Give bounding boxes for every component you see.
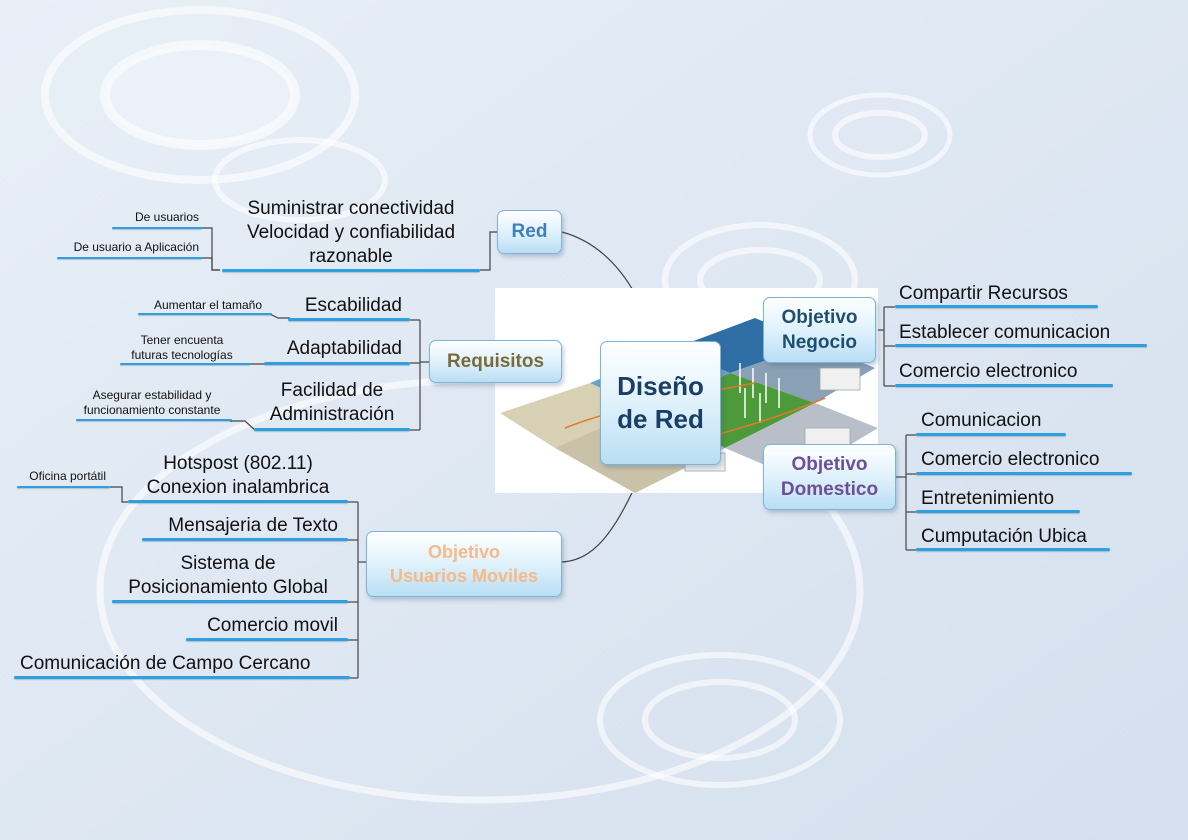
branch-red-label: Red [511,221,548,243]
moviles-topic-nfc[interactable]: Comunicación de Campo Cercano [20,653,311,674]
branch-usuarios-moviles[interactable]: Objetivo Usuarios Moviles [366,531,562,597]
moviles-topic-mensajeria[interactable]: Mensajeria de Texto [168,515,338,536]
requisitos-topic-administracion[interactable]: Facilidad de Administración [269,380,395,425]
red-subtopic-underline [112,227,202,229]
branch-negocio-label: Objetivo Negocio [781,307,858,353]
domestico-topic-comercio[interactable]: Comercio electronico [921,449,1100,470]
branch-domestico[interactable]: Objetivo Domestico [763,444,896,510]
domestico-topic-entretenimiento[interactable]: Entretenimiento [921,488,1055,509]
domestico-topic-underline [916,472,1132,475]
requisitos-topic-underline [288,318,410,321]
negocio-topic-comunicacion[interactable]: Establecer comunicacion [899,322,1111,343]
negocio-topic-comercio[interactable]: Comercio electronico [899,361,1078,382]
moviles-subtopic-underline [17,486,110,488]
red-subtopic-aplicacion[interactable]: De usuario a Aplicación [73,240,199,254]
domestico-topic-underline [916,510,1080,513]
domestico-topic-comunicacion[interactable]: Comunicacion [921,410,1042,431]
branch-usuarios-moviles-label: Objetivo Usuarios Moviles [389,542,539,586]
negocio-topic-recursos[interactable]: Compartir Recursos [899,283,1068,304]
requisitos-topic-underline [254,428,410,431]
requisitos-subtopic-estabilidad[interactable]: Asegurar estabilidad y funcionamiento co… [83,388,221,417]
branch-red[interactable]: Red [497,210,562,254]
moviles-topic-underline [128,500,348,503]
requisitos-subtopic-underline [76,419,232,421]
requisitos-topic-underline [264,362,410,365]
red-topic-underline [222,269,480,272]
moviles-topic-underline [112,600,348,603]
requisitos-subtopic-underline [120,363,250,365]
central-topic[interactable]: Diseño de Red [600,341,721,465]
domestico-topic-computacion-ubica[interactable]: Cumputación Ubica [921,526,1087,547]
branch-negocio[interactable]: Objetivo Negocio [763,297,876,363]
negocio-topic-underline [895,384,1113,387]
moviles-topic-gps[interactable]: Sistema de Posicionamiento Global [128,553,328,598]
red-topic-conectividad[interactable]: Suministrar conectividad Velocidad y con… [246,198,456,267]
red-subtopic-underline [57,257,202,259]
branch-requisitos-label: Requisitos [446,350,545,372]
moviles-topic-underline [14,676,350,679]
domestico-topic-underline [916,433,1066,436]
requisitos-subtopic-underline [138,313,272,315]
moviles-subtopic-oficina[interactable]: Oficina portátil [29,469,106,483]
moviles-topic-underline [142,538,348,541]
domestico-topic-underline [916,548,1110,551]
requisitos-topic-adaptabilidad[interactable]: Adaptabilidad [286,338,402,359]
negocio-topic-underline [895,305,1098,308]
branch-requisitos[interactable]: Requisitos [429,340,562,383]
red-subtopic-usuarios[interactable]: De usuarios [134,210,199,224]
requisitos-topic-escabilidad[interactable]: Escabilidad [304,295,402,316]
requisitos-subtopic-tecnologias[interactable]: Tener encuenta futuras tecnologías [131,333,233,362]
branch-domestico-label: Objetivo Domestico [780,454,879,500]
moviles-topic-underline [186,638,348,641]
central-topic-label: Diseño de Red [617,371,704,434]
requisitos-subtopic-tamano[interactable]: Aumentar el tamaño [153,298,262,312]
negocio-topic-underline [895,344,1147,347]
moviles-topic-comercio[interactable]: Comercio movil [207,615,338,636]
moviles-topic-hotspot[interactable]: Hotspost (802.11) Conexion inalambrica [146,453,330,498]
